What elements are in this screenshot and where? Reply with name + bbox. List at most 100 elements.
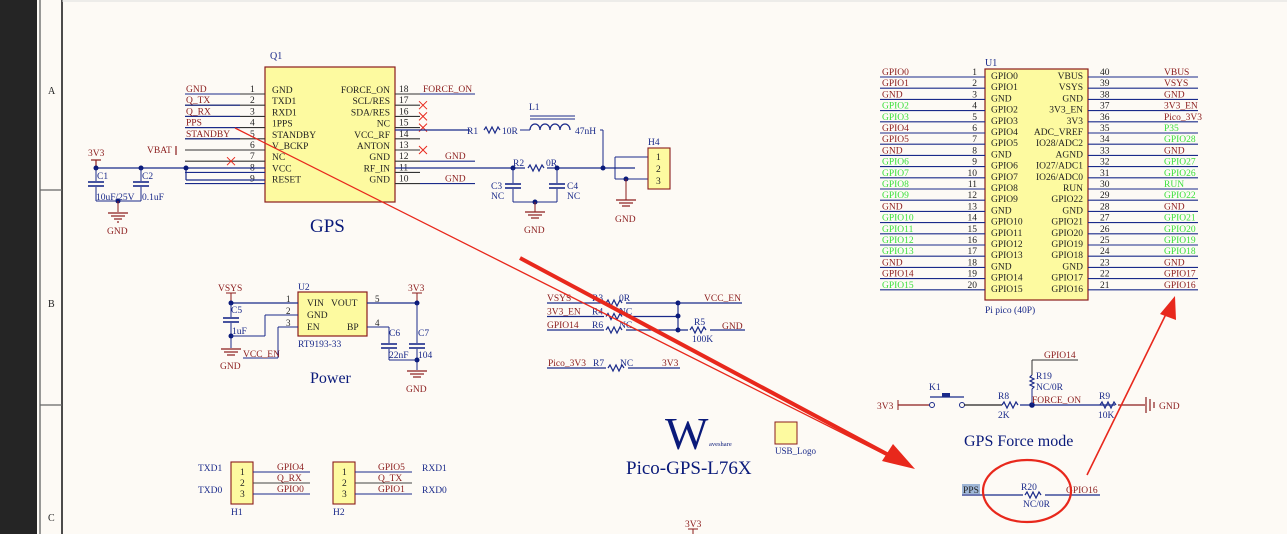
u2-pin-en: EN xyxy=(307,323,320,333)
pico-pin-name: GPIO21 xyxy=(1051,218,1083,228)
zone-label-c: C xyxy=(48,513,55,524)
pushbutton-k1[interactable] xyxy=(929,393,965,408)
resistor-r9[interactable] xyxy=(1099,400,1117,410)
h1-pin: 1 xyxy=(240,468,245,478)
u2-pinnum: 3 xyxy=(286,318,291,328)
h2-pin: 3 xyxy=(342,490,347,500)
headers-block: TXD1 TXD0 1 2 3 H1 GPIO4 Q_RX GPIO0 1 2 … xyxy=(198,461,447,518)
h4-pin-1: 1 xyxy=(656,153,661,163)
usb-logo-box[interactable] xyxy=(774,421,798,445)
enable-net-label: VSYS xyxy=(547,294,571,304)
k1-ref: K1 xyxy=(929,383,941,393)
resistor-r2[interactable] xyxy=(527,163,545,173)
pico-net-label: P35 xyxy=(1164,124,1179,134)
pico-pin-name: GPIO11 xyxy=(991,229,1023,239)
u2-pinnum: 1 xyxy=(286,294,291,304)
resistor-r5[interactable] xyxy=(689,325,707,335)
logo-block: W aveshare Pico-GPS-L76X USB_Logo 3V3 xyxy=(626,408,817,534)
regulator-u2[interactable] xyxy=(297,291,368,337)
resistor-r1[interactable] xyxy=(483,125,501,135)
u2-pinnum: 2 xyxy=(286,306,291,316)
h1-pin: 3 xyxy=(240,490,245,500)
u2-part: RT9193-33 xyxy=(298,340,341,350)
pico-net-label: GPIO20 xyxy=(1164,225,1196,235)
l1-ref: L1 xyxy=(529,103,540,113)
enable-resistor-value: NC xyxy=(619,321,632,331)
pico-net-label: GPIO15 xyxy=(882,281,914,291)
pico-net-label: GPIO26 xyxy=(1164,169,1196,179)
resistor-r8[interactable] xyxy=(1001,400,1019,410)
pico-pin-number: 6 xyxy=(972,124,977,134)
pico-pin-number: 1 xyxy=(972,68,977,78)
capacitor-c4[interactable] xyxy=(549,168,565,202)
pico-net-label: GPIO3 xyxy=(882,113,909,123)
pico-net-label: GPIO17 xyxy=(1164,270,1196,280)
enable-resistor[interactable] xyxy=(605,325,623,335)
resistor-r7[interactable] xyxy=(607,363,625,373)
r19-ref: R19 xyxy=(1036,372,1052,382)
inductor-l1[interactable] xyxy=(529,123,571,131)
annotation-arrow-head-2-icon xyxy=(1160,296,1176,320)
gps-net-label: Q_TX xyxy=(186,96,210,106)
h2-label-rxd1: RXD1 xyxy=(422,464,447,474)
pico-net-label: GPIO27 xyxy=(1164,158,1196,168)
pico-pin-name: GPIO9 xyxy=(991,195,1018,205)
no-connect-icon xyxy=(418,100,428,110)
enable-net-label: GPIO14 xyxy=(547,321,579,331)
pico-net-label: GND xyxy=(882,146,903,156)
c2-value: 0.1uF xyxy=(142,193,164,203)
resistor-r20[interactable] xyxy=(1024,490,1042,500)
power-title: Power xyxy=(310,370,352,387)
gps-pin-number: 3 xyxy=(250,107,255,117)
board-name: Pico-GPS-L76X xyxy=(626,458,752,479)
pico-net-label: GPIO18 xyxy=(1164,247,1196,257)
pico-net-label: GPIO2 xyxy=(882,102,909,112)
gps-pin-number: 16 xyxy=(399,107,409,117)
r8-value: 2K xyxy=(998,411,1010,421)
gps-pin-number: 2 xyxy=(250,96,255,106)
capacitor-c1[interactable] xyxy=(88,168,104,201)
annotation-arrow-shaft xyxy=(519,256,899,462)
capacitor-c2[interactable] xyxy=(133,168,149,201)
gps-net-label: PPS xyxy=(186,119,202,129)
force-gpio14-label: GPIO14 xyxy=(1044,351,1076,361)
gps-pin-number: 4 xyxy=(250,119,255,129)
pico-pin-name: AGND xyxy=(1056,150,1084,160)
resistor-r19[interactable] xyxy=(1028,374,1036,390)
gps-net-label: GND xyxy=(445,152,466,162)
gps-pin-number: 18 xyxy=(399,85,409,95)
gps-net-label: GND xyxy=(186,85,207,95)
r5-gnd-label: GND xyxy=(722,322,743,332)
pico-pin-number: 26 xyxy=(1100,225,1110,235)
pps-link-block: PPS R20 NC/0R GPIO16 xyxy=(962,483,1100,510)
pico-chip-body[interactable] xyxy=(984,68,1089,301)
enable-resistor[interactable] xyxy=(605,298,623,308)
header-h4[interactable] xyxy=(647,147,671,190)
pico-pin-number: 16 xyxy=(968,236,978,246)
u2-pin-vin: VIN xyxy=(307,299,324,309)
h2-net: Q_TX xyxy=(378,474,402,484)
pico-pin-number: 14 xyxy=(968,214,978,224)
pico-net-label: GND xyxy=(882,202,903,212)
gps-pin-name: RESET xyxy=(272,176,301,186)
gps-chip-body[interactable] xyxy=(264,66,396,203)
enable-net-label: 3V3_EN xyxy=(547,308,581,318)
force-gnd-label: GND xyxy=(1159,402,1180,412)
r1-ref: R1 xyxy=(467,127,478,137)
c1-value: 10uF/25V xyxy=(96,193,135,203)
pico-net-label: GPIO7 xyxy=(882,169,909,179)
pico-pin-name: GND xyxy=(1062,262,1083,272)
h2-net: GPIO1 xyxy=(378,485,405,495)
gps-pin-name: FORCE_ON xyxy=(341,86,390,96)
force-3v3-label: 3V3 xyxy=(877,402,894,412)
capacitor-c3[interactable] xyxy=(505,168,521,202)
no-connect-icon xyxy=(418,112,428,121)
pico-pin-name: GPIO2 xyxy=(991,106,1018,116)
gps-pin-name: V_BCKP xyxy=(272,142,308,152)
pico-pin-number: 13 xyxy=(968,202,978,212)
gps-designator: Q1 xyxy=(270,51,282,62)
